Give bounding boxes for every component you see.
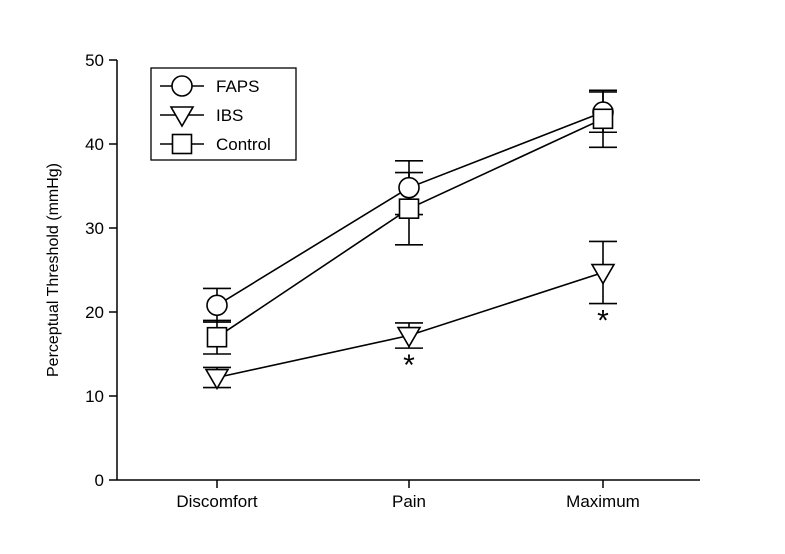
data-markers <box>204 101 616 391</box>
y-tick-label: 50 <box>85 51 104 70</box>
legend-marker-control <box>171 133 193 155</box>
y-axis-label: Perceptual Threshold (mmHg) <box>45 163 62 377</box>
data-point-ibs <box>590 263 616 286</box>
data-point-ibs <box>204 368 230 391</box>
legend-label: Control <box>216 135 271 154</box>
x-tick-label: Maximum <box>566 492 640 511</box>
legend-item-control: Control <box>160 133 271 155</box>
y-tick-label: 20 <box>85 303 104 322</box>
significance-asterisk: * <box>403 349 415 382</box>
x-tick-label: Pain <box>392 492 426 511</box>
y-tick-label: 10 <box>85 387 104 406</box>
legend: FAPS IBS Control <box>150 67 297 161</box>
legend-item-faps: FAPS <box>160 75 259 97</box>
legend-label: IBS <box>216 106 243 125</box>
data-point-control <box>592 108 614 130</box>
legend-marker-faps <box>171 75 193 97</box>
data-point-control <box>398 198 420 219</box>
data-point-faps <box>398 176 420 199</box>
legend-marker-ibs <box>169 106 195 128</box>
y-tick-label: 40 <box>85 135 104 154</box>
data-point-ibs <box>396 326 422 349</box>
significance-asterisk: * <box>597 305 609 338</box>
legend-label: FAPS <box>216 77 259 96</box>
legend-item-ibs: IBS <box>160 106 243 128</box>
data-point-control <box>206 326 228 348</box>
annotations: ** <box>403 305 609 383</box>
x-tick-label: Discomfort <box>176 492 258 511</box>
data-point-faps <box>206 294 228 317</box>
y-tick-label: 30 <box>85 219 104 238</box>
y-tick-label: 0 <box>95 471 104 490</box>
